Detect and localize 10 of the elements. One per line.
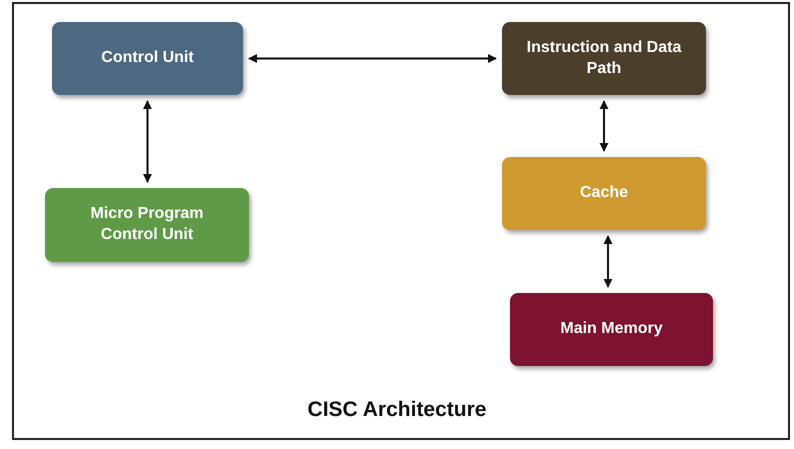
double-arrow [143, 100, 152, 183]
double-arrow [604, 235, 612, 288]
diagram-title: CISC Architecture [308, 398, 486, 422]
process-box: Cache [502, 157, 706, 230]
double-arrow [600, 100, 608, 152]
process-box: Instruction and Data Path [502, 22, 706, 95]
process-box: Micro Program Control Unit [45, 188, 249, 262]
double-arrow [248, 54, 497, 63]
process-box: Main Memory [510, 293, 713, 366]
process-box: Control Unit [52, 22, 243, 95]
